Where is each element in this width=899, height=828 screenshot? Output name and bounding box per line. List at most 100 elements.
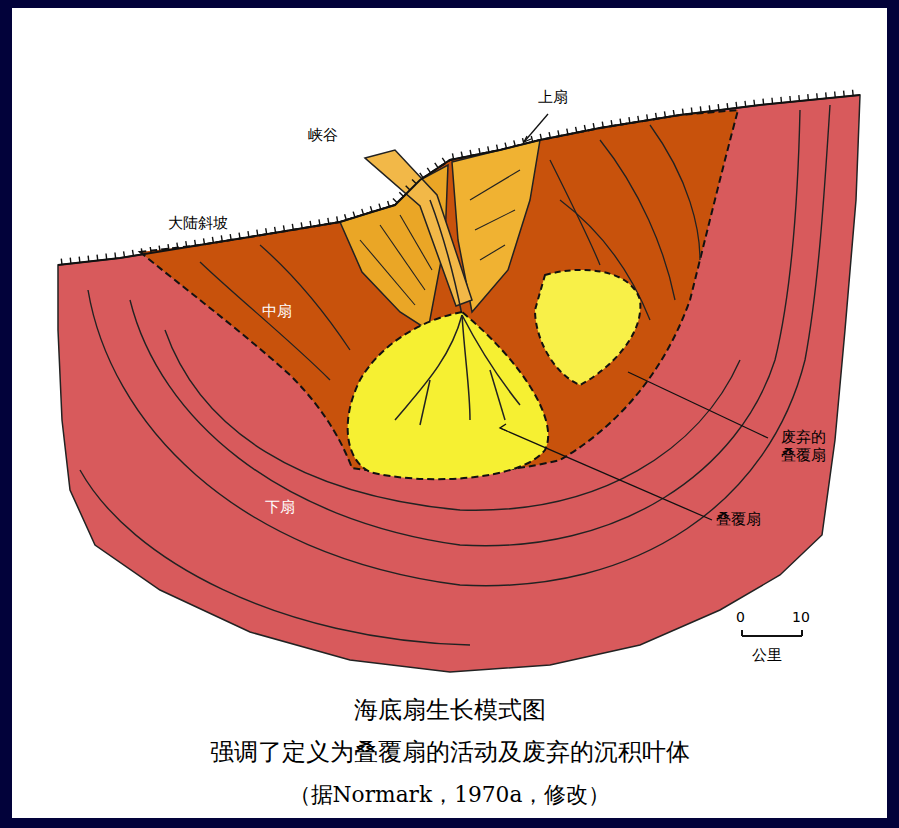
hachure-tick xyxy=(610,120,612,126)
hachure-tick xyxy=(96,255,98,261)
hachure-tick xyxy=(388,201,390,207)
hachure-tick xyxy=(619,119,621,125)
hachure-tick xyxy=(132,250,134,256)
hachure-tick xyxy=(292,224,294,230)
hachure-tick xyxy=(744,101,746,107)
hachure-tick xyxy=(780,97,782,103)
hachure-tick xyxy=(247,231,249,237)
hachure-tick xyxy=(283,225,285,231)
scale-number: 0 xyxy=(736,609,745,626)
scale-unit: 公里 xyxy=(752,646,782,664)
hachure-tick xyxy=(265,228,267,234)
abandoned-suprafan xyxy=(535,270,640,385)
hachure-tick xyxy=(345,214,347,220)
hachure-tick xyxy=(726,103,728,109)
hachure-tick xyxy=(185,241,187,247)
hachure-tick xyxy=(789,96,791,102)
hachure-tick xyxy=(301,222,303,228)
leader-lines xyxy=(500,114,768,520)
hachure-tick xyxy=(628,117,630,123)
hachure-tick xyxy=(709,105,711,111)
hachure-tick xyxy=(584,125,585,131)
hachure-tick xyxy=(309,221,311,227)
hachure-tick xyxy=(238,233,240,239)
part-label: 峡谷 xyxy=(308,126,338,144)
part-label: 上扇 xyxy=(538,88,568,106)
hachure-tick xyxy=(114,253,116,259)
hachure-tick xyxy=(406,186,410,190)
hachure-tick xyxy=(549,132,550,138)
hachure-tick xyxy=(105,254,107,260)
hachure-tick xyxy=(442,158,445,163)
hachure-tick xyxy=(167,244,169,250)
hachure-tick xyxy=(393,199,397,203)
lower-fan-region xyxy=(58,95,860,672)
scale-number: 10 xyxy=(792,609,810,626)
canyon-channel xyxy=(430,200,462,315)
hachure-tick xyxy=(435,163,438,168)
hachure-tick xyxy=(212,237,214,243)
hachure-tick xyxy=(753,100,755,106)
diagram-caption: 强调了定义为叠覆扇的活动及废弃的沉积叶体 xyxy=(14,736,885,768)
hachure-tick xyxy=(221,235,223,241)
hachure-tick xyxy=(362,209,364,215)
hachure-tick xyxy=(514,140,515,146)
hachure-tick xyxy=(602,122,604,128)
hachure-tick xyxy=(61,259,63,265)
region-label: 中扇 xyxy=(262,302,292,320)
active-suprafan xyxy=(348,312,549,479)
hachure-tick xyxy=(540,134,541,140)
hachure-tick xyxy=(158,246,160,252)
hachure-tick xyxy=(470,150,471,156)
region-label: 下扇 xyxy=(265,498,295,516)
hachure-tick xyxy=(488,146,489,152)
hachure-tick xyxy=(229,234,231,240)
hachure-tick xyxy=(461,152,462,158)
canyon xyxy=(365,150,472,306)
hachure-tick xyxy=(593,123,594,129)
slope-line xyxy=(58,95,860,265)
hachure-tick xyxy=(141,248,143,254)
hachure-tick xyxy=(691,108,693,114)
hachure-tick xyxy=(412,179,416,183)
hachure-tick xyxy=(399,192,403,196)
hachure-tick xyxy=(664,111,666,117)
scale-bar xyxy=(742,630,802,636)
panel xyxy=(12,8,887,818)
hachure-tick xyxy=(673,110,675,116)
hachure-tick xyxy=(531,136,532,142)
hachure-tick xyxy=(637,116,639,122)
hachure-tick xyxy=(479,148,480,154)
hachure-tick xyxy=(87,256,89,262)
hachure-tick xyxy=(353,212,355,218)
hachure-tick xyxy=(816,93,818,99)
hachure-tick xyxy=(798,95,800,101)
hachure-tick xyxy=(646,114,648,120)
hachure-tick xyxy=(274,227,276,233)
hachure-tick xyxy=(834,92,836,98)
hachure-tick xyxy=(655,113,657,119)
hachure-tick xyxy=(717,104,719,110)
hachure-tick xyxy=(452,153,453,159)
hachure-tick xyxy=(203,238,205,244)
hachure-tick xyxy=(150,247,152,253)
hachure-tick xyxy=(807,94,809,100)
hachure-tick xyxy=(194,240,196,246)
hachure-tick xyxy=(379,204,381,210)
hachure-tick xyxy=(843,91,845,97)
hachure-tick xyxy=(576,127,577,133)
slope-hachure xyxy=(61,90,853,265)
source-note: （据Normark，1970a，修改） xyxy=(14,780,885,809)
hachure-tick xyxy=(825,92,827,98)
hachure-tick xyxy=(336,216,338,222)
hachure-tick xyxy=(176,243,178,249)
hachure-tick xyxy=(735,102,737,108)
hachure-tick xyxy=(762,99,764,105)
hachure-tick xyxy=(427,168,430,173)
hachure-tick xyxy=(852,90,854,96)
hachure-tick xyxy=(497,145,498,151)
hachure-tick xyxy=(370,206,372,212)
part-label: 废弃的 叠覆扇 xyxy=(772,428,834,464)
hachure-tick xyxy=(558,130,559,136)
hachure-tick xyxy=(318,219,320,225)
